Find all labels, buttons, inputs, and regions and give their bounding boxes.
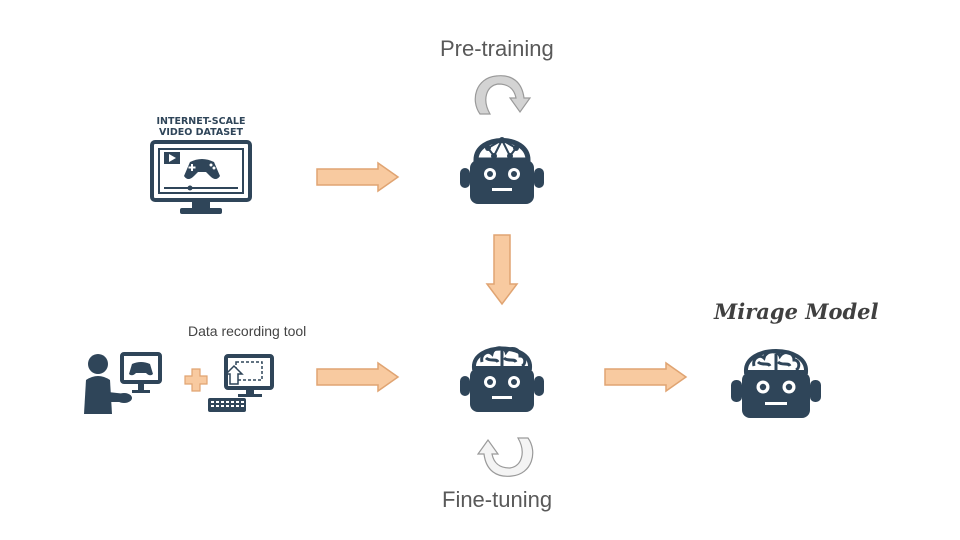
dataset-title-line1: INTERNET-SCALE [156, 116, 246, 127]
arrow-tool-to-finetune [316, 361, 400, 393]
data-tool-label: Data recording tool [188, 323, 307, 339]
plus-icon [184, 368, 208, 392]
arrow-pretrain-to-finetune [485, 234, 519, 306]
arrow-dataset-to-pretrain [316, 161, 400, 193]
video-dataset-monitor-icon [150, 140, 252, 214]
recording-tool-icon [208, 354, 274, 412]
finetuning-label: Fine-tuning [442, 487, 553, 512]
dataset-title-line2: VIDEO DATASET [158, 127, 244, 138]
pretraining-label: Pre-training [440, 36, 554, 61]
pretrain-robot-icon [460, 137, 544, 204]
dataset-title: INTERNET-SCALE VIDEO DATASET [146, 116, 256, 138]
gamer-person-icon [84, 352, 162, 414]
arrow-finetune-to-model [604, 361, 688, 393]
finetune-robot-icon [460, 346, 544, 412]
pretraining-cycle-arrow-icon [474, 75, 532, 115]
finetuning-cycle-arrow-icon [476, 437, 534, 477]
mirage-robot-icon [731, 349, 821, 418]
model-title: Mirage Model [714, 299, 879, 324]
